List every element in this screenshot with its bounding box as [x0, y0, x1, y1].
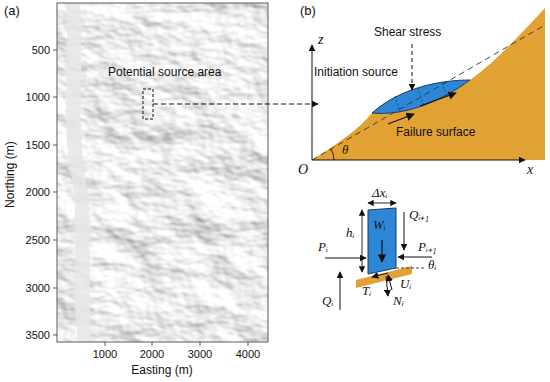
tick-label: 500	[32, 44, 50, 56]
callout-label: Initiation source	[314, 66, 398, 79]
hillshade-map	[57, 3, 268, 342]
dimension-label: Δxᵢ	[372, 186, 387, 200]
callout-label: Potential source area	[108, 66, 221, 79]
axis-letter: O	[298, 162, 308, 177]
force-label: Nᵢ	[393, 294, 404, 308]
axis-letter: z	[318, 32, 323, 47]
axis-letter: x	[527, 162, 533, 177]
force-label: Qᵢ₊₁	[409, 208, 429, 222]
axis-title: Northing (m)	[3, 142, 16, 209]
force-label: Pᵢ	[318, 240, 328, 254]
axis-title: Easting (m)	[131, 364, 192, 377]
force-label: Uᵢ	[400, 277, 411, 291]
panel-letter: (b)	[300, 4, 316, 18]
force-label: Tᵢ	[362, 284, 371, 298]
ground	[312, 8, 545, 160]
tick-label: 2500	[26, 234, 50, 246]
tick-label: 3000	[26, 282, 50, 294]
tick-label: 1500	[26, 139, 50, 151]
zoom-arrow	[153, 104, 318, 105]
callout-label: Failure surface	[396, 126, 475, 139]
panel-letter: (a)	[4, 4, 20, 18]
tick-label: 4000	[236, 348, 260, 360]
dimension-label: hᵢ	[346, 226, 355, 240]
tick-label: 3000	[188, 348, 212, 360]
river-valley	[66, 3, 92, 342]
force-label: Qᵢ	[322, 294, 333, 308]
tick-label: 1000	[26, 91, 50, 103]
force-label: Wᵢ	[373, 218, 386, 232]
tick-label: 2000	[140, 348, 164, 360]
slice-block	[368, 208, 396, 274]
tick-label: 2000	[26, 186, 50, 198]
initiation-source	[372, 80, 470, 113]
force-label: Pᵢ₊₁	[418, 240, 437, 254]
callout-label: Shear stress	[374, 26, 441, 39]
angle-label: θ	[342, 143, 348, 157]
tick-label: 3500	[26, 329, 50, 341]
tick-label: 1000	[93, 348, 117, 360]
angle-label: θᵢ	[428, 258, 436, 272]
source-box	[143, 89, 153, 119]
